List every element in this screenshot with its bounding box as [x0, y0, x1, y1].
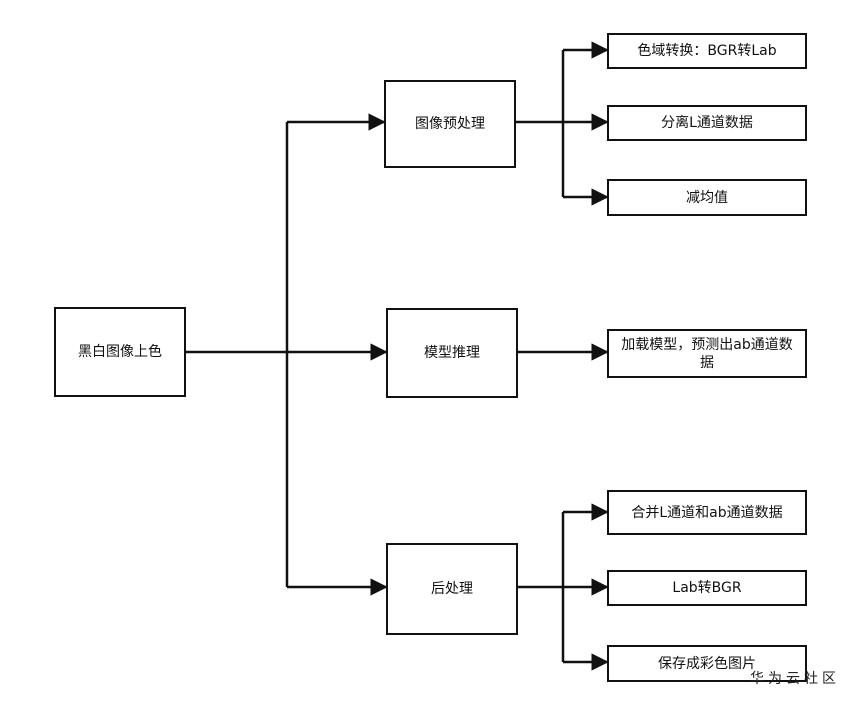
stage-postprocess: 后处理	[386, 543, 518, 635]
watermark: 华为云社区	[750, 671, 840, 687]
step-label: Lab转BGR	[672, 580, 742, 596]
stage-label: 图像预处理	[415, 116, 485, 132]
step-mean-subtract: 减均值	[607, 179, 807, 216]
step-color-convert: 色域转换：BGR转Lab	[607, 33, 807, 69]
step-save-color: 保存成彩色图片	[607, 645, 807, 682]
root-node: 黑白图像上色	[54, 307, 186, 397]
step-label: 减均值	[686, 189, 728, 206]
step-split-l: 分离L通道数据	[607, 105, 807, 141]
step-label: 合并L通道和ab通道数据	[631, 504, 783, 521]
step-lab-to-bgr: Lab转BGR	[607, 570, 807, 606]
stage-label: 后处理	[431, 581, 473, 597]
step-label: 分离L通道数据	[661, 115, 753, 131]
root-label: 黑白图像上色	[78, 344, 162, 360]
step-load-model: 加载模型，预测出ab通道数据	[607, 329, 807, 378]
step-merge-channels: 合并L通道和ab通道数据	[607, 490, 807, 535]
step-label: 加载模型，预测出ab通道数据	[621, 336, 793, 371]
stage-label: 模型推理	[424, 345, 480, 361]
step-label: 保存成彩色图片	[658, 655, 756, 672]
stage-preprocess: 图像预处理	[384, 80, 516, 168]
step-label: 色域转换：BGR转Lab	[637, 43, 777, 59]
stage-inference: 模型推理	[386, 308, 518, 398]
